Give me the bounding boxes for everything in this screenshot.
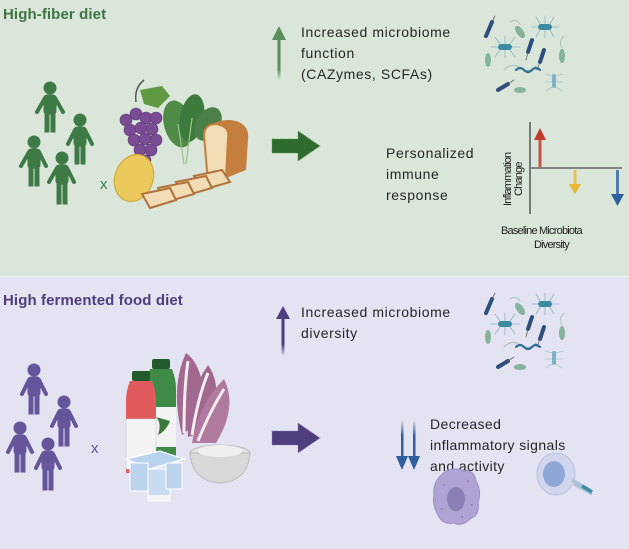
- effect-line: (CAZymes, SCFAs): [301, 66, 433, 82]
- spinach-icon: [163, 94, 222, 165]
- people-group-icon: [6, 363, 78, 491]
- person-icon: [19, 135, 48, 187]
- effect-text: Increased microbiome function (CAZymes, …: [301, 22, 451, 85]
- outcome-line: Decreased: [430, 416, 502, 432]
- multiply-symbol: x: [91, 440, 99, 457]
- high-fiber-foods-illustration: [113, 79, 249, 210]
- panel-title: High fermented food diet: [3, 292, 183, 309]
- effect-line: Increased microbiome: [301, 24, 451, 40]
- yogurt-cups-icon: [124, 450, 187, 502]
- effect-text: Increased microbiome diversity: [301, 302, 451, 344]
- grapes-icon: [119, 107, 163, 166]
- bread-loaf-icon: [202, 120, 249, 184]
- person-icon: [66, 113, 94, 165]
- person-icon: [35, 81, 65, 133]
- potato-icon: [113, 153, 155, 203]
- outcome-line: immune: [386, 166, 440, 182]
- bread-slices-icon: [140, 168, 232, 210]
- outcome-line: inflammatory signals: [430, 437, 566, 453]
- bowl-icon: [189, 444, 251, 484]
- people-group-icon: [19, 81, 94, 205]
- increase-arrow: [534, 128, 546, 167]
- effect-line: diversity: [301, 325, 358, 341]
- x-axis-label: Baseline Microbiota: [501, 225, 583, 237]
- effect-line: Increased microbiome: [301, 304, 451, 320]
- right-arrow-icon: [271, 130, 321, 162]
- bacteria-cluster-icon: [484, 15, 565, 93]
- person-icon: [20, 363, 48, 415]
- red-bottle-icon: [125, 371, 157, 473]
- outcome-text: Personalized immune response: [386, 143, 474, 206]
- slight-decrease-arrow: [569, 170, 581, 194]
- panel-title: High-fiber diet: [3, 6, 107, 23]
- radicchio-icon: [176, 353, 230, 443]
- right-arrow-icon: [271, 422, 321, 454]
- grape-stem: [134, 79, 145, 103]
- person-icon: [34, 437, 62, 491]
- person-icon: [50, 395, 78, 447]
- y-axis-label: Inflammation: [502, 152, 514, 206]
- up-arrow-icon: [276, 306, 290, 356]
- outcome-line: response: [386, 187, 449, 203]
- panel-divider: [0, 276, 629, 277]
- person-icon: [47, 151, 76, 205]
- high-fiber-panel: High-fiber diet x: [0, 0, 629, 276]
- up-arrow-icon: [272, 26, 286, 80]
- x-axis-label: Diversity: [534, 239, 570, 251]
- multiply-symbol: x: [100, 176, 108, 193]
- immune-cell-icon: [536, 452, 593, 496]
- high-fermented-food-panel: High fermented food diet x: [0, 277, 629, 549]
- strong-decrease-arrow: [611, 170, 624, 206]
- double-down-arrow-icon: [396, 420, 420, 470]
- outcome-text: Decreased inflammatory signals and activ…: [430, 414, 566, 477]
- inflammation-mini-chart: Inflammation Change Baseline Microbiota …: [501, 122, 624, 251]
- outcome-line: Personalized: [386, 145, 475, 161]
- fermented-foods-illustration: [124, 353, 251, 502]
- macrophage-cell-icon: [433, 468, 481, 525]
- y-axis-label: Change: [513, 162, 525, 196]
- effect-line: function: [301, 45, 355, 61]
- grape-leaf-icon: [140, 86, 170, 108]
- person-icon: [6, 421, 34, 473]
- bacteria-cluster-icon: [484, 292, 565, 370]
